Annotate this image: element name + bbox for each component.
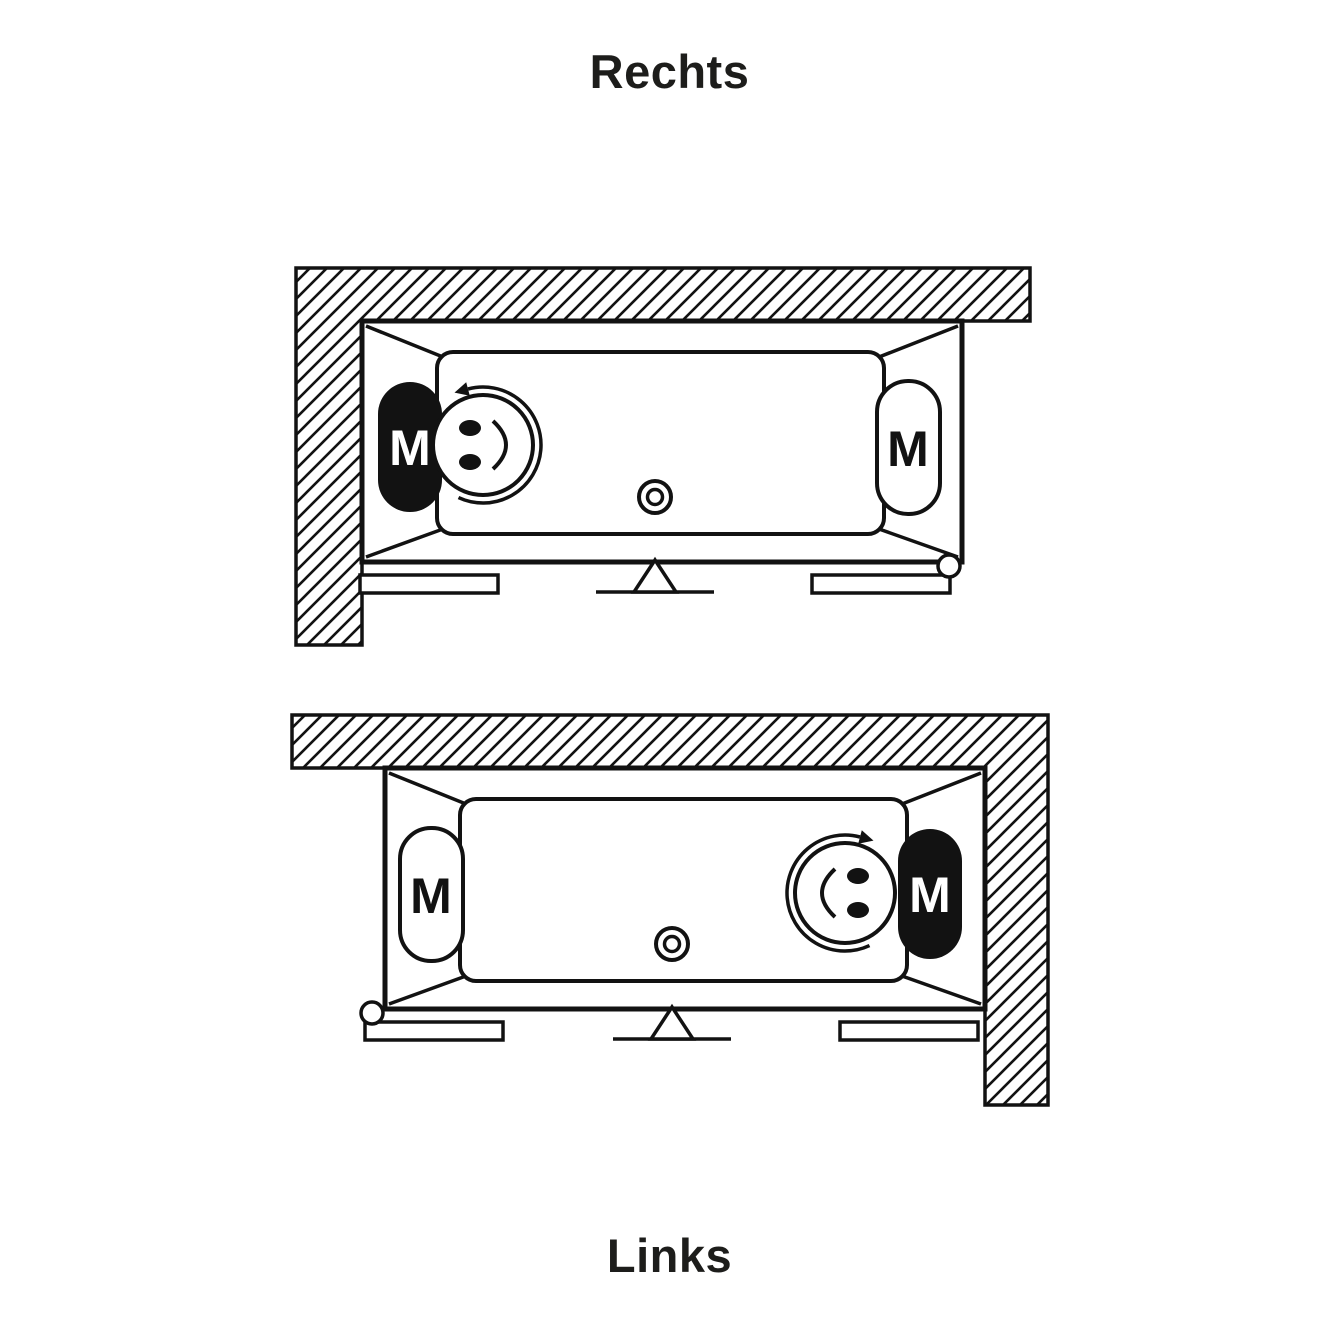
rotation-arrow-icon — [457, 385, 543, 505]
door-rail-right — [810, 573, 952, 595]
headrest-label-black: M — [389, 420, 431, 476]
headrest-white — [875, 379, 942, 516]
door-rail-right — [838, 1020, 980, 1042]
rotation-arrow-head — [858, 830, 874, 844]
center-triangle-icon — [647, 1003, 697, 1041]
tub-corner-lines — [365, 324, 959, 559]
smiley-face-icon — [785, 830, 897, 953]
headrest-label-white: M — [887, 421, 929, 477]
smiley-mouth — [491, 419, 508, 471]
diagram-links: M M — [290, 713, 1050, 1107]
drain-icon — [637, 479, 673, 515]
tub-corner-lines — [388, 771, 982, 1006]
headrest-label-white: M — [410, 868, 452, 924]
headrest-label-black: M — [909, 867, 951, 923]
center-triangle-icon — [630, 556, 680, 594]
rotation-arrow-icon — [785, 833, 871, 953]
variant-title-links: Links — [606, 1229, 733, 1282]
door-rail-left — [363, 1020, 505, 1042]
headrest-black — [378, 382, 442, 512]
rotation-arrow-head — [454, 382, 470, 396]
smiley-eye — [847, 868, 869, 884]
headrest-black — [898, 829, 962, 959]
smiley-eye — [459, 420, 481, 436]
wall-hatched-top-right — [290, 713, 1050, 1107]
variant-title-rechts: Rechts — [589, 45, 750, 98]
smiley-eye — [459, 454, 481, 470]
door-roller-circle — [359, 1000, 385, 1026]
headrest-white — [398, 826, 465, 963]
door-roller-circle — [936, 553, 962, 579]
diagram-rechts: M M — [294, 266, 1032, 647]
bathtub-outline — [359, 318, 965, 565]
smiley-head — [431, 393, 535, 497]
drain-icon — [654, 926, 690, 962]
door-rail-left — [358, 573, 500, 595]
smiley-mouth — [820, 867, 837, 919]
smiley-head — [793, 841, 897, 945]
smiley-eye — [847, 902, 869, 918]
smiley-face-icon — [431, 382, 543, 505]
